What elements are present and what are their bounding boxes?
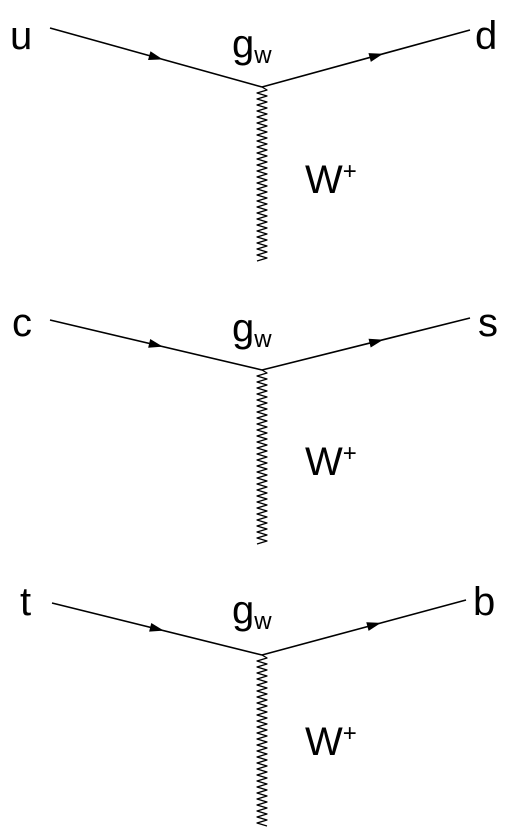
- incoming-arrow: [148, 51, 163, 60]
- boson-charge: +: [342, 720, 357, 747]
- outgoing-fermion-line: [261, 599, 467, 656]
- w-boson-propagator: [256, 86, 268, 262]
- outgoing-arrow: [366, 622, 381, 631]
- coupling-subscript: w: [254, 608, 272, 635]
- outgoing-quark-label: s: [478, 301, 498, 345]
- vertex-diagram-ud: [49, 27, 471, 262]
- coupling-symbol: g: [232, 306, 255, 350]
- incoming-arrow: [148, 339, 163, 348]
- outgoing-fermion-line: [261, 317, 471, 371]
- w-boson-propagator: [256, 654, 268, 827]
- w-boson-propagator: [256, 369, 268, 545]
- coupling-subscript: w: [254, 42, 272, 69]
- vertex-diagram-tb: [51, 599, 467, 827]
- incoming-quark-label: c: [12, 301, 32, 345]
- coupling-label: gw: [232, 590, 272, 634]
- outgoing-quark-label: d: [475, 14, 498, 58]
- w-boson-label: W+: [305, 158, 357, 202]
- boson-charge: +: [342, 158, 357, 185]
- vertex-diagram-cs: [49, 317, 471, 545]
- outgoing-arrow: [368, 53, 384, 62]
- w-boson-label: W+: [305, 720, 357, 764]
- outgoing-quark-label: b: [473, 580, 496, 624]
- boson-symbol: W: [305, 720, 343, 764]
- incoming-quark-label: t: [20, 580, 32, 624]
- coupling-label: gw: [232, 308, 272, 352]
- outgoing-fermion-line: [261, 29, 471, 88]
- outgoing-arrow: [368, 338, 384, 348]
- boson-symbol: W: [305, 158, 343, 202]
- incoming-arrow: [149, 622, 164, 632]
- incoming-quark-label: u: [10, 14, 33, 58]
- boson-symbol: W: [305, 440, 343, 484]
- coupling-symbol: g: [232, 22, 255, 66]
- coupling-subscript: w: [254, 326, 272, 353]
- w-boson-label: W+: [305, 440, 357, 484]
- coupling-label: gw: [232, 24, 272, 68]
- boson-charge: +: [342, 440, 357, 467]
- coupling-symbol: g: [232, 588, 255, 632]
